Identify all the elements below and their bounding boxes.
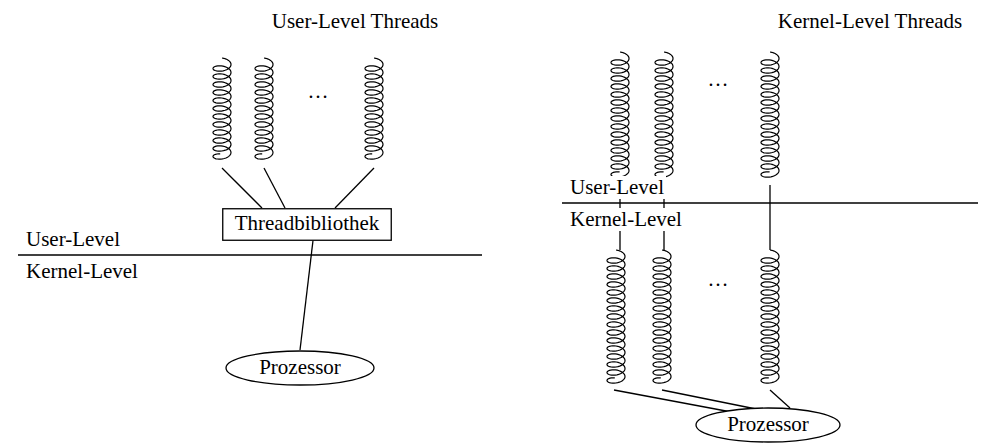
thread-link [264,168,285,208]
node-text: Prozessor [727,413,809,436]
processor-ellipse: Prozessor [225,350,375,386]
thread-link [335,168,374,208]
ellipsis: … [706,268,731,291]
thread-coil [611,52,629,177]
thread-coil [653,250,671,383]
library-box: Threadbibliothek [222,208,392,241]
thread-coil [213,58,231,159]
level-divider [18,254,482,255]
processor-ellipse: Prozessor [695,407,841,443]
connector-line [300,241,313,351]
ellipsis: … [706,68,731,91]
thread-coil [761,250,779,383]
level-label: Kernel-Level [568,208,684,231]
thread-coil [655,52,673,177]
level-label: User-Level [24,228,122,251]
level-label: User-Level [568,176,666,199]
diagram-heading: User-Level Threads [270,10,441,33]
thread-link [770,390,790,408]
thread-coil [607,250,625,383]
thread-coil [761,52,779,177]
level-label: Kernel-Level [24,260,140,283]
thread-link [769,185,770,250]
thread-coil [365,58,383,159]
thread-link [662,390,756,409]
thread-coil [255,58,273,159]
node-text: Threadbibliothek [235,212,380,235]
thread-link [222,168,262,208]
ellipsis: … [306,80,331,103]
node-text: Prozessor [259,356,341,379]
diagram-heading: Kernel-Level Threads [776,10,964,33]
